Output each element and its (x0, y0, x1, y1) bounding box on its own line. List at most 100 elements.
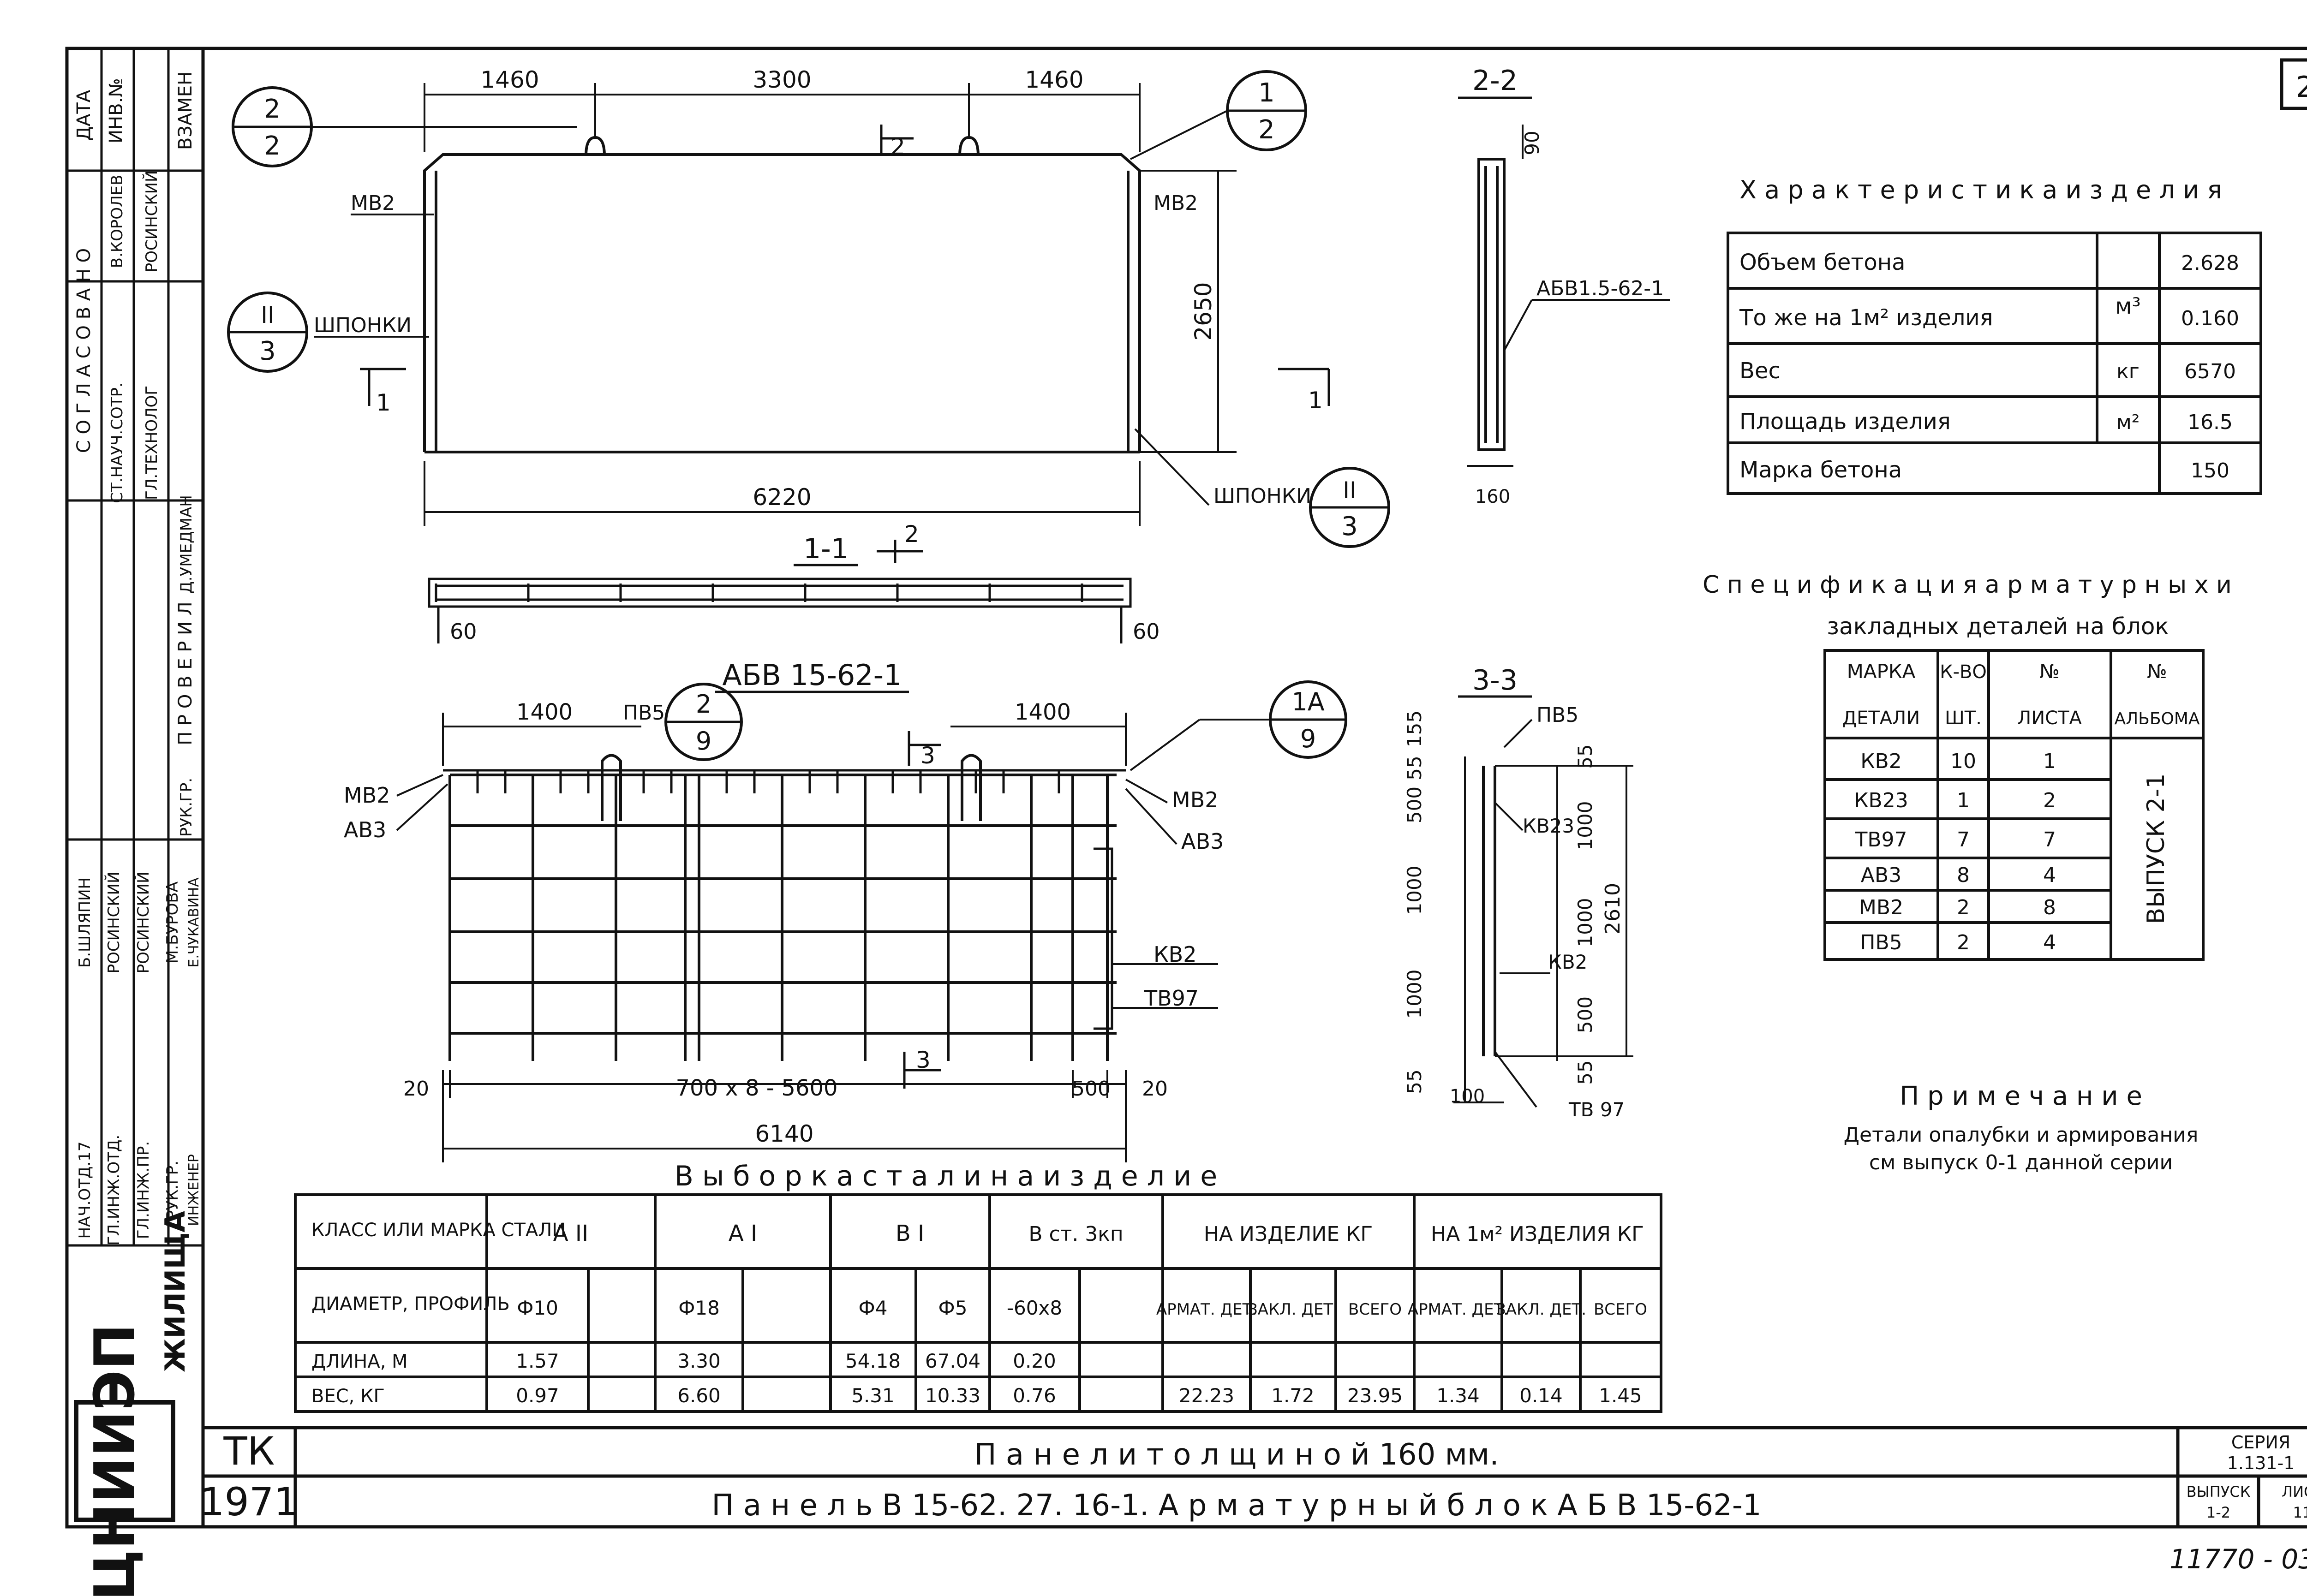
char-row-3-name: Вес (1739, 358, 1781, 384)
steel-class-1: А II (553, 1221, 588, 1246)
svg-text:1.57: 1.57 (516, 1350, 559, 1372)
steel-class-4: В ст. 3кп (1028, 1222, 1123, 1246)
spec-r6-sheet: 4 (2043, 931, 2056, 954)
svg-text:-60х8: -60х8 (1007, 1297, 1062, 1319)
cut-marker-1-left (360, 368, 406, 406)
name-1: В.КОРОЛЕВ (108, 175, 126, 268)
svg-text:54.18: 54.18 (845, 1350, 901, 1372)
spec-h2-1: ДЕТАЛИ (1842, 708, 1920, 729)
spec-h3: № (2039, 660, 2060, 683)
staff-role-5: ИНЖЕНЕР (186, 1154, 202, 1226)
panel-height: 2650 (1190, 282, 1217, 340)
sheet-label: ЛИСТ (2282, 1483, 2307, 1501)
s33-left-dim-6: 55 (1403, 756, 1426, 780)
char-row-5-name: Марка бетона (1739, 457, 1902, 483)
mb2-left-label: МВ2 (351, 191, 395, 215)
s33-total: 2610 (1601, 883, 1625, 935)
checked-header: П Р О В Е Р И Л (175, 601, 196, 745)
char-row-1-unit: м³ (2115, 293, 2140, 319)
section-1-1-title: 1-1 (803, 533, 849, 565)
svg-text:1: 1 (1258, 78, 1275, 108)
svg-text:2: 2 (1258, 115, 1275, 145)
section-2-2-top-dim: 90 (1521, 131, 1543, 155)
spec-r4-mark: АВ3 (1861, 864, 1901, 887)
svg-text:ВСЕГО: ВСЕГО (1348, 1300, 1402, 1319)
org-name: ЦНИИЭП (83, 1323, 147, 1596)
char-row-3-unit: кг (2116, 360, 2140, 383)
staff-name-4: М.БУРОВА (163, 881, 182, 964)
spec-table (1823, 649, 2205, 961)
staff-name-2: РОСИНСКИЙ (104, 872, 123, 974)
s33-right-dim-5: 55 (1574, 744, 1596, 768)
note-line-2: см выпуск 0-1 данной серии (1869, 1151, 2173, 1174)
char-row-5-value: 150 (2191, 459, 2229, 482)
svg-text:II: II (1343, 477, 1357, 504)
svg-text:0.97: 0.97 (516, 1384, 559, 1407)
spec-r2-qty: 1 (1957, 789, 1970, 812)
staff-role-3: ГЛ.ИНЖ.ПР. (134, 1141, 153, 1239)
section-3-3-title: 3-3 (1472, 664, 1518, 697)
spec-h2-4: АЛЬБОМА (2114, 709, 2199, 728)
panel-length-dimension (424, 461, 1141, 526)
svg-text:1А: 1А (1291, 687, 1324, 716)
svg-text:ЗАКЛ. ДЕТ.: ЗАКЛ. ДЕТ. (1496, 1300, 1586, 1319)
s33-left-dim-5: 155 (1403, 710, 1426, 747)
series-label: СЕРИЯ (2231, 1432, 2290, 1453)
steel-sub-headers: АРМАТ. ДЕТ. ЗАКЛ. ДЕТ. ВСЕГО АРМАТ. ДЕТ.… (1156, 1300, 1647, 1319)
characteristics-table (1727, 232, 2262, 495)
spec-title-2: закладных деталей на блок (1827, 613, 2169, 640)
char-row-4-unit: м² (2116, 411, 2140, 434)
panel-height-dimension (1140, 170, 1237, 453)
section-1-1-cut: 2 (904, 521, 919, 548)
s33-left-dim-4: 500 (1403, 786, 1426, 823)
spec-r4-sheet: 4 (2043, 864, 2056, 887)
s33-bottom: 100 (1450, 1086, 1485, 1107)
spec-r6-mark: ПВ5 (1860, 931, 1902, 954)
spec-r5-mark: МВ2 (1859, 896, 1903, 919)
spec-h4: № (2147, 660, 2167, 683)
spec-r1-mark: КВ2 (1860, 750, 1901, 773)
steel-length-label: ДЛИНА, М (311, 1351, 408, 1372)
series-value: 1.131-1 (2227, 1453, 2295, 1473)
spec-r3-sheet: 7 (2043, 828, 2056, 852)
callout-mid-left: II 3 (227, 292, 308, 373)
panel-outline (423, 153, 1141, 453)
block-mb2-left: МВ2 (344, 783, 390, 808)
block-mb2-right: МВ2 (1172, 787, 1219, 812)
inv-label: ИНВ.№ (106, 78, 127, 143)
panel-dim-1: 1460 (480, 66, 539, 93)
block-top-dimension (442, 713, 1127, 766)
role-2: ГЛ.ТЕХНОЛОГ (143, 386, 161, 500)
s33-left-dim-2: 1000 (1403, 970, 1426, 1019)
staff-role-1: НАЧ.ОТД.17 (76, 1141, 94, 1239)
spec-r5-qty: 2 (1957, 896, 1970, 919)
spec-h2-2: ШТ. (1945, 708, 1982, 729)
block-tb97: ТВ97 (1144, 986, 1199, 1011)
block-right-dim: 1400 (1015, 699, 1071, 725)
steel-class-label: КЛАСС ИЛИ МАРКА СТАЛИ (311, 1220, 566, 1241)
instead-label: ВЗАМЕН (175, 71, 196, 150)
svg-text:Ф5: Ф5 (938, 1297, 968, 1319)
block-ab3-left: АВ3 (344, 817, 386, 842)
char-row-1-name: Объем бетона (1739, 250, 1906, 275)
block-kb2: КВ2 (1154, 942, 1196, 967)
sheet-frame (65, 47, 2307, 1529)
svg-text:2: 2 (696, 690, 711, 719)
staff-name-5: Е.ЧУКАВИНА (186, 877, 202, 968)
steel-totals: 22.23 1.72 23.95 1.34 0.14 1.45 (1179, 1384, 1642, 1407)
svg-text:АРМАТ. ДЕТ.: АРМАТ. ДЕТ. (1408, 1300, 1508, 1319)
steel-weight-label: ВЕС, КГ (311, 1386, 385, 1407)
s33-right-dim-1: 55 (1574, 1060, 1596, 1084)
char-row-4-name: Площадь изделия (1739, 409, 1951, 435)
svg-text:23.95: 23.95 (1347, 1384, 1403, 1407)
steel-weights: 0.97 6.60 5.31 10.33 0.76 (516, 1384, 1056, 1407)
section-3-3-body (1453, 719, 1633, 1108)
org-name-2: ЖИЛИЩА (159, 1211, 191, 1372)
steel-class-2: А I (729, 1221, 757, 1246)
name-3: Д.УМЕДМАН (177, 495, 196, 594)
s33-kb2: КВ2 (1548, 951, 1587, 973)
mb2-right-label: МВ2 (1154, 191, 1198, 215)
section-1-1-right-dim: 60 (1133, 619, 1160, 644)
block-pb5-label: ПВ5 (623, 701, 665, 725)
